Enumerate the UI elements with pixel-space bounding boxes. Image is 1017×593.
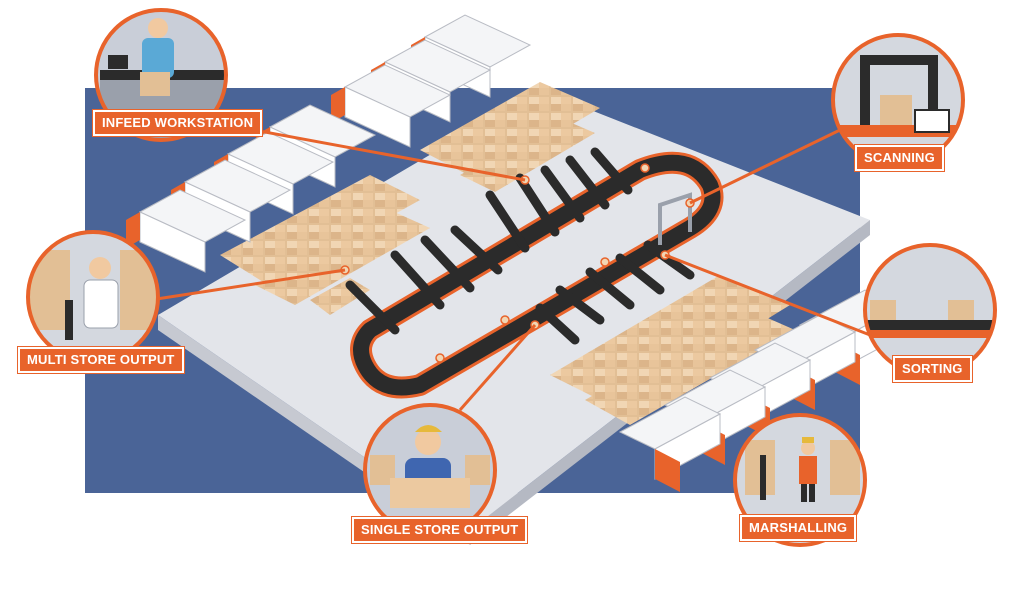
multi-store-output-label: MULTI STORE OUTPUT — [18, 347, 184, 373]
scanning-label: SCANNING — [855, 145, 944, 171]
sorting-label: SORTING — [893, 356, 972, 382]
sort-branches — [535, 240, 695, 345]
sorting-station — [863, 243, 997, 377]
box-stack — [585, 308, 795, 425]
scanner-gate — [658, 192, 692, 245]
connector-multi — [149, 268, 346, 302]
worker-head — [148, 18, 168, 38]
connector-single — [458, 324, 537, 411]
worker-body — [142, 38, 174, 78]
worker-body — [799, 456, 817, 484]
single-store-station — [363, 403, 497, 537]
box — [140, 72, 170, 96]
truck — [331, 64, 452, 148]
infeed-workstation-label: INFEED WORKSTATION — [93, 110, 263, 136]
worker-head — [89, 257, 111, 279]
conveyor-system — [340, 147, 724, 399]
worker-head — [801, 441, 815, 455]
connector-sorting — [664, 253, 871, 337]
box-stack — [220, 175, 420, 285]
single-store-output-label: SINGLE STORE OUTPUT — [352, 517, 528, 543]
box-stack — [420, 82, 600, 180]
multi-store-station — [26, 230, 160, 364]
scanning-station — [831, 33, 965, 167]
truck — [618, 396, 722, 492]
box-stack — [255, 210, 430, 305]
box-stack — [550, 275, 790, 410]
worker-body — [83, 279, 119, 329]
worker-head — [415, 429, 441, 455]
infeed-branches — [485, 147, 633, 253]
truck — [126, 189, 247, 273]
box — [390, 478, 470, 508]
connector-lines — [149, 118, 871, 411]
output-branches-left — [345, 225, 503, 335]
marshalling-label: MARSHALLING — [740, 515, 857, 541]
trucks-bottom-right — [618, 289, 902, 492]
connector-scanning — [689, 128, 841, 205]
trucks-top-left — [126, 14, 532, 273]
